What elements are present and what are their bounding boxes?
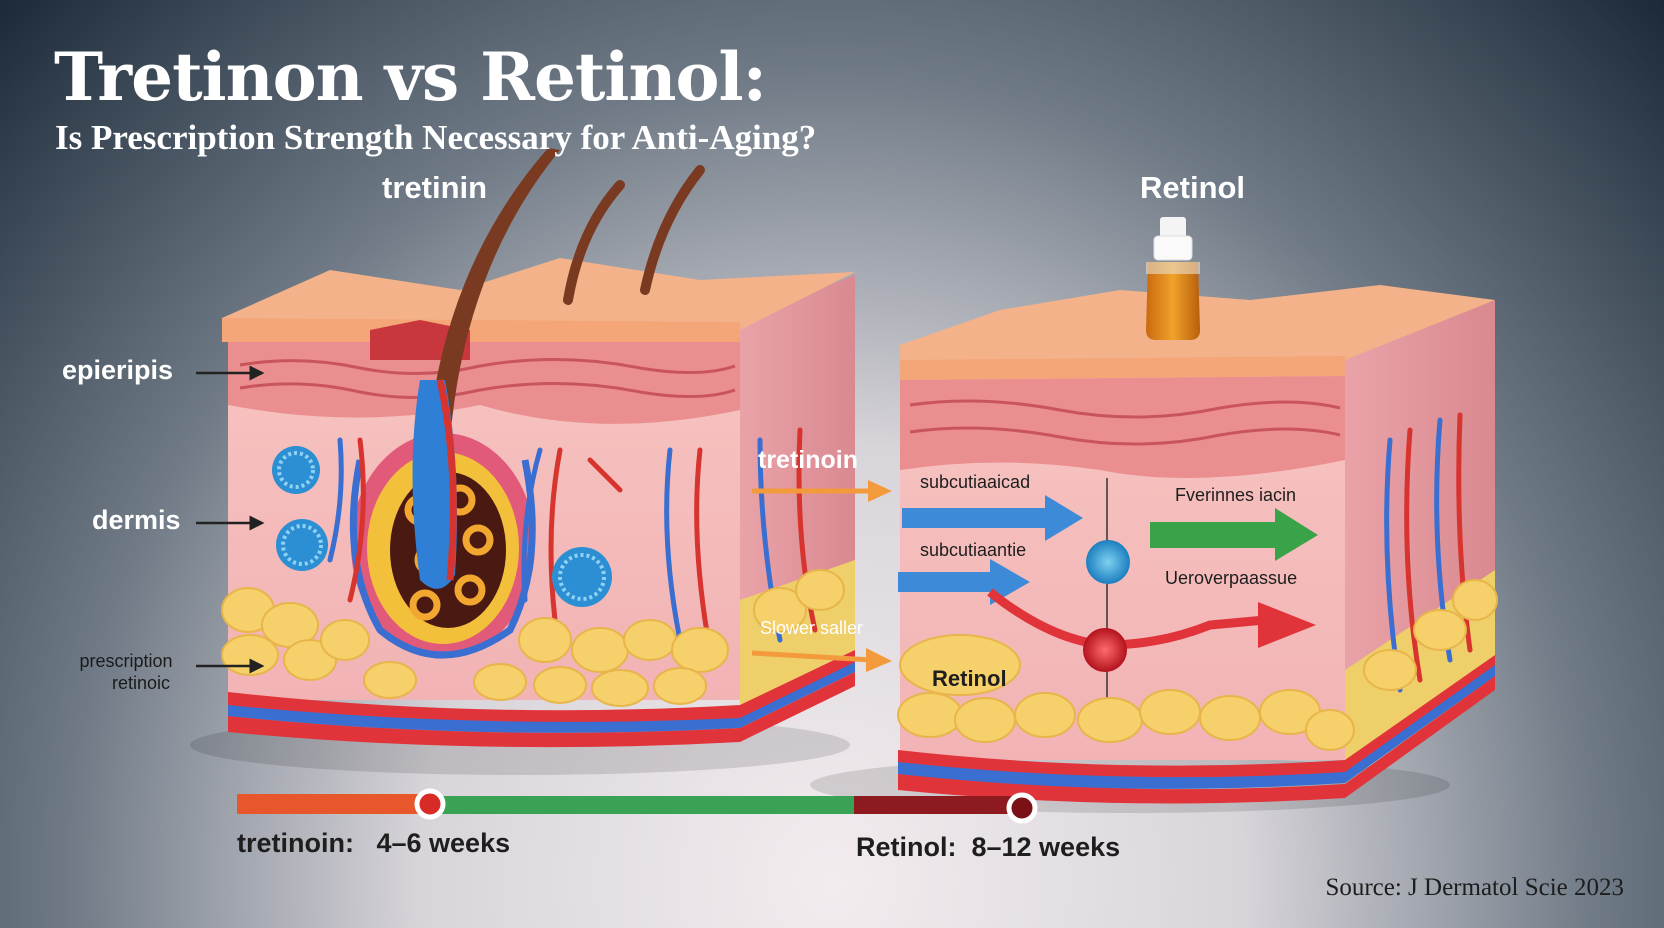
epidermis-label: epieripis xyxy=(62,355,174,385)
retinol-layer-label: Retinol xyxy=(932,666,1007,691)
tretinoin-arrow-label: tretinoin xyxy=(758,446,858,474)
tretinoin-marker xyxy=(414,788,446,820)
subcut2-label: subcutiaantie xyxy=(920,540,1027,560)
subcut1-label: subcutiaaicad xyxy=(920,472,1031,492)
page-title: Tretinon vs Retinol: xyxy=(54,38,767,116)
evenings-label: Fverinnes iacin xyxy=(1175,485,1297,505)
page-subtitle: Is Prescription Strength Necessary for A… xyxy=(55,118,817,157)
left-heading: tretinin xyxy=(382,170,488,205)
tretinoin-arrow-icon xyxy=(752,480,892,502)
left-skin-block xyxy=(190,148,855,775)
deeper-label: Ueroverpaassue xyxy=(1165,568,1298,588)
source-citation: Source: J Dermatol Scie 2023 xyxy=(1325,874,1624,901)
dermis-label: dermis xyxy=(92,505,181,535)
retinol-marker xyxy=(1006,792,1038,824)
right-heading: Retinol xyxy=(1140,170,1246,205)
slower-arrow-icon xyxy=(751,648,892,672)
serum-bottle-icon xyxy=(1146,217,1200,340)
prescription-retinoic-label: prescription retinoic xyxy=(79,651,173,693)
timeline-bar xyxy=(237,788,1038,824)
right-skin-block xyxy=(810,217,1498,813)
slower-arrow-label: Slower saller xyxy=(760,618,864,638)
retinol-timeline-label: Retinol: 8–12 weeks xyxy=(856,832,1121,862)
tretinoin-timeline-label: tretinoin: 4–6 weeks xyxy=(237,828,511,858)
